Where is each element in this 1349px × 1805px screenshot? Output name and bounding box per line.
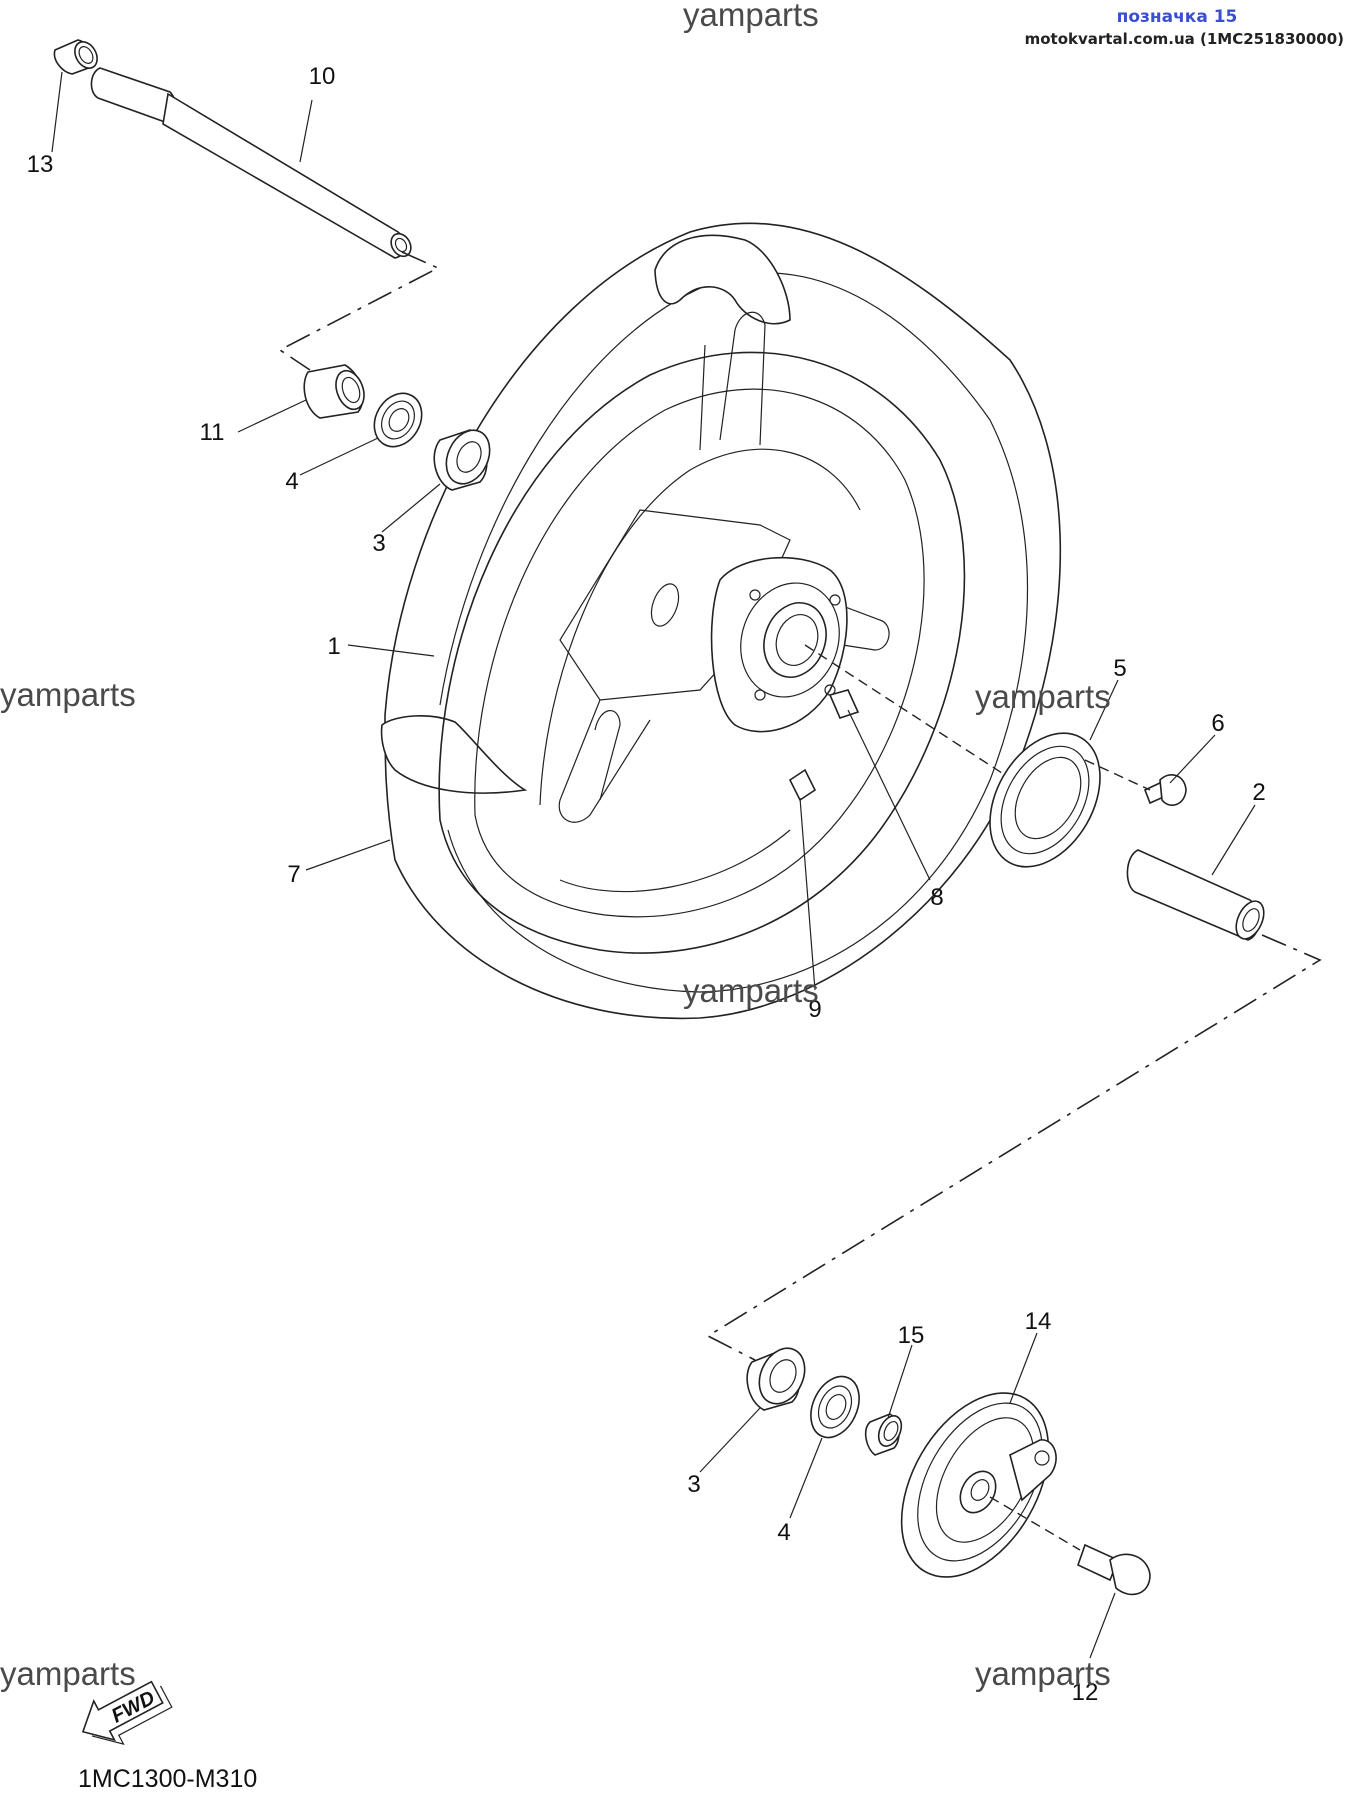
callout-13: 13: [27, 151, 54, 178]
meter-gear-14: [900, 1392, 1057, 1578]
callout-6: 6: [1211, 710, 1224, 737]
watermark-bottom-left: yamparts: [0, 1655, 136, 1692]
watermark-bottom-right: yamparts: [975, 1655, 1111, 1692]
callout-labels: 10 13 11 4 3 1 7 5 6 2 8 9 15 14 3 4 12: [27, 63, 1266, 1706]
callout-11: 11: [200, 419, 225, 446]
tire: [384, 222, 1062, 1020]
header-site: motokvartal.com.ua (1MC251830000): [1025, 30, 1344, 48]
callout-3-top: 3: [372, 530, 385, 557]
collar-13: [53, 39, 98, 75]
callout-7: 7: [287, 861, 300, 888]
watermark-center: yamparts: [683, 972, 819, 1009]
callout-4-bottom: 4: [777, 1519, 790, 1546]
collar-2: [1126, 849, 1265, 941]
callout-4-top: 4: [285, 468, 298, 495]
bearing-3-top: [433, 429, 491, 491]
bearing-3-bottom: [746, 1347, 806, 1411]
header: позначка 15 motokvartal.com.ua (1MC25183…: [1025, 7, 1344, 48]
wheel-assembly: [380, 222, 1062, 1020]
bearing-4-bottom: [810, 1375, 860, 1439]
axle: [90, 67, 412, 259]
callout-3-bottom: 3: [687, 1471, 700, 1498]
callout-9: 9: [808, 996, 821, 1023]
callout-10: 10: [309, 63, 336, 90]
callout-5: 5: [1113, 655, 1126, 682]
bearing-4-top: [373, 392, 423, 448]
callout-8: 8: [930, 884, 943, 911]
watermark-top: yamparts: [683, 0, 819, 33]
assembly-lines: [278, 251, 1322, 1551]
callout-15: 15: [898, 1322, 925, 1349]
collar-11: [303, 364, 365, 419]
callout-14: 14: [1025, 1308, 1052, 1335]
cover-5: [989, 732, 1101, 868]
leader-lines: [51, 71, 1256, 1659]
callout-2: 2: [1252, 779, 1265, 806]
diagram-code: 1MC1300-M310: [78, 1765, 257, 1793]
collar-15: [864, 1413, 903, 1456]
callout-1: 1: [327, 633, 340, 660]
watermark-left: yamparts: [0, 676, 136, 713]
callout-12: 12: [1072, 1679, 1099, 1706]
bolt-12: [1077, 1543, 1151, 1596]
watermark-right: yamparts: [975, 678, 1111, 715]
header-label: позначка 15: [1117, 7, 1238, 27]
watermarks: yamparts yamparts yamparts yamparts yamp…: [0, 0, 1111, 1692]
screw-6: [1143, 774, 1187, 806]
rim: [438, 351, 966, 954]
